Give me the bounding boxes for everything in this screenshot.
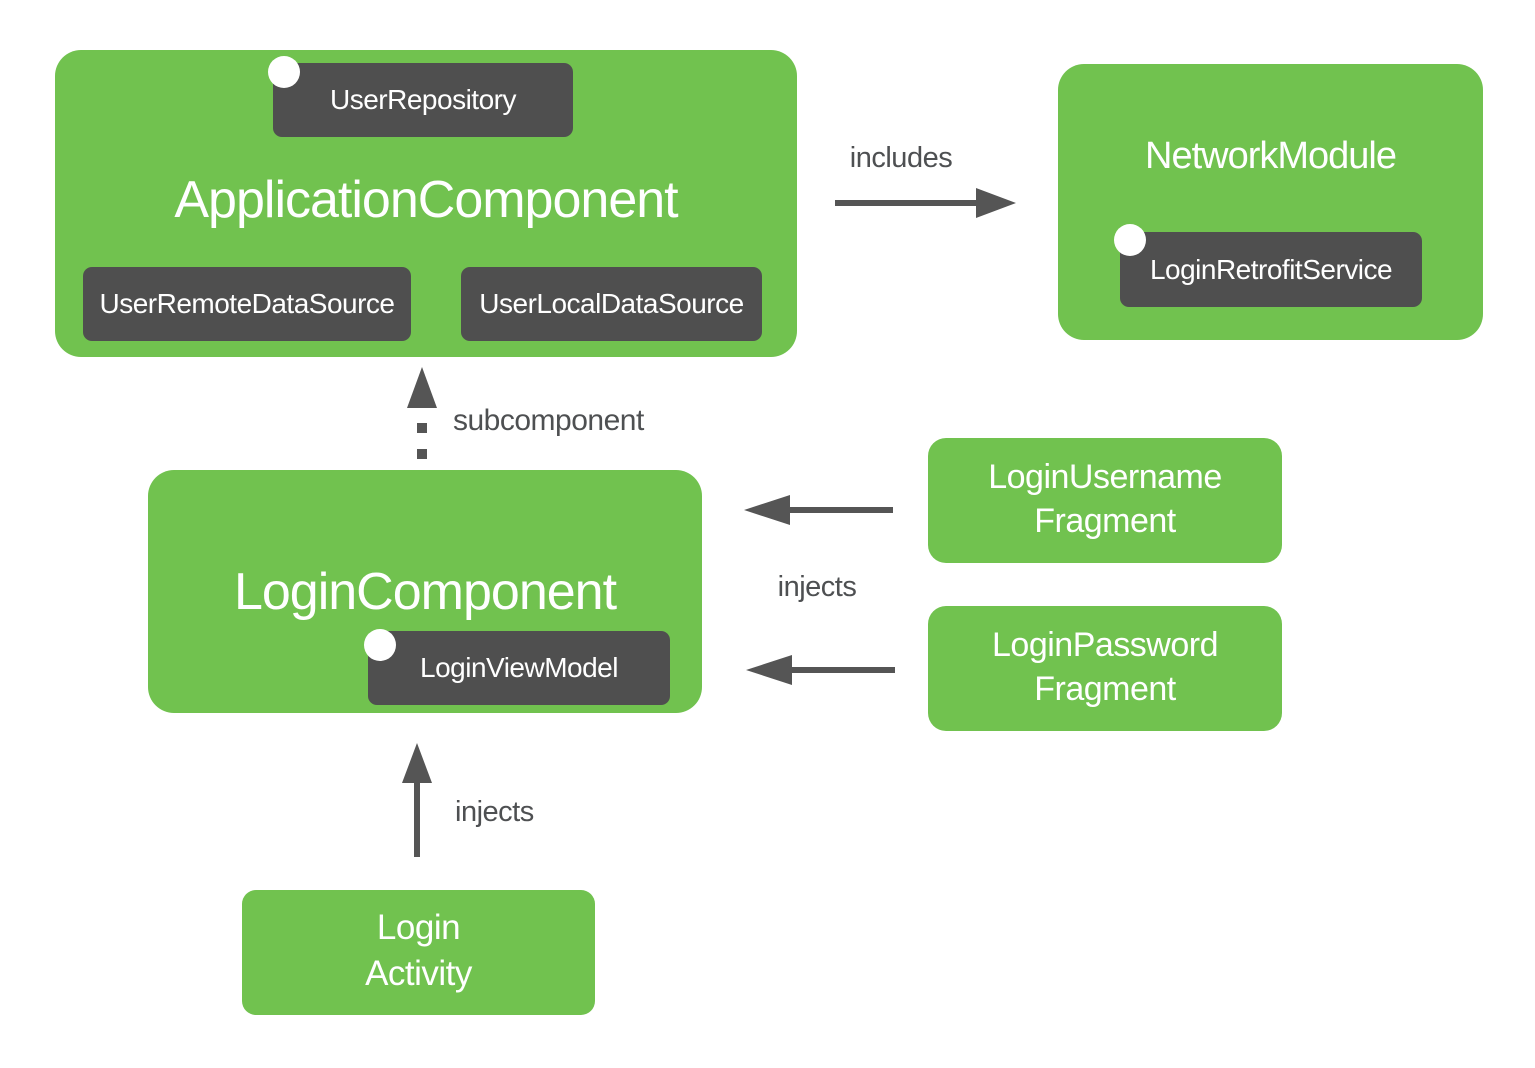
includes-label: includes [849,142,953,174]
fragment-label-line2: Fragment [1034,670,1176,708]
subcomponent-arrow-head-icon [407,367,437,408]
password-inject-arrow-shaft [790,667,895,673]
fragment-label-line1: LoginPassword [992,626,1218,664]
username-inject-arrow-head-icon [744,495,790,525]
user-repository-dot-icon [268,56,300,88]
password-inject-arrow-head-icon [746,655,792,685]
login-activity-label: Login Activity [242,905,595,997]
login-username-fragment-label: LoginUsername Fragment [928,455,1282,543]
username-inject-arrow-shaft [788,507,893,513]
login-activity-box: Login Activity [242,890,595,1015]
user-local-datasource-badge: UserLocalDataSource [461,267,762,341]
fragment-label-line1: LoginUsername [988,458,1222,496]
user-repository-badge: UserRepository [273,63,573,137]
injects-activity-label: injects [455,796,534,828]
activity-label-line1: Login [376,908,461,947]
injects-fragments-label: injects [777,571,857,603]
network-module-title: NetworkModule [1145,135,1397,177]
subcomponent-arrow-dash [417,449,427,459]
login-password-fragment-label: LoginPassword Fragment [928,623,1282,711]
includes-arrow-shaft [835,200,977,206]
login-username-fragment-box: LoginUsername Fragment [928,438,1282,563]
network-module-box: NetworkModule LoginRetrofitService [1058,64,1483,340]
login-retrofit-service-dot-icon [1114,224,1146,256]
login-password-fragment-box: LoginPassword Fragment [928,606,1282,731]
login-viewmodel-dot-icon [364,629,396,661]
subcomponent-label: subcomponent [453,404,644,437]
activity-inject-arrow-shaft [414,783,420,857]
subcomponent-arrow-dash [417,423,427,433]
activity-label-line2: Activity [365,954,472,993]
application-component-title: ApplicationComponent [174,171,678,229]
login-component-box: LoginComponent [148,470,702,713]
user-remote-datasource-badge: UserRemoteDataSource [83,267,411,341]
login-component-title: LoginComponent [233,563,617,621]
login-retrofit-service-badge: LoginRetrofitService [1120,232,1422,307]
activity-inject-arrow-head-icon [402,743,432,783]
fragment-label-line2: Fragment [1034,502,1176,540]
login-viewmodel-badge: LoginViewModel [368,631,670,705]
includes-arrow-head-icon [976,188,1016,218]
